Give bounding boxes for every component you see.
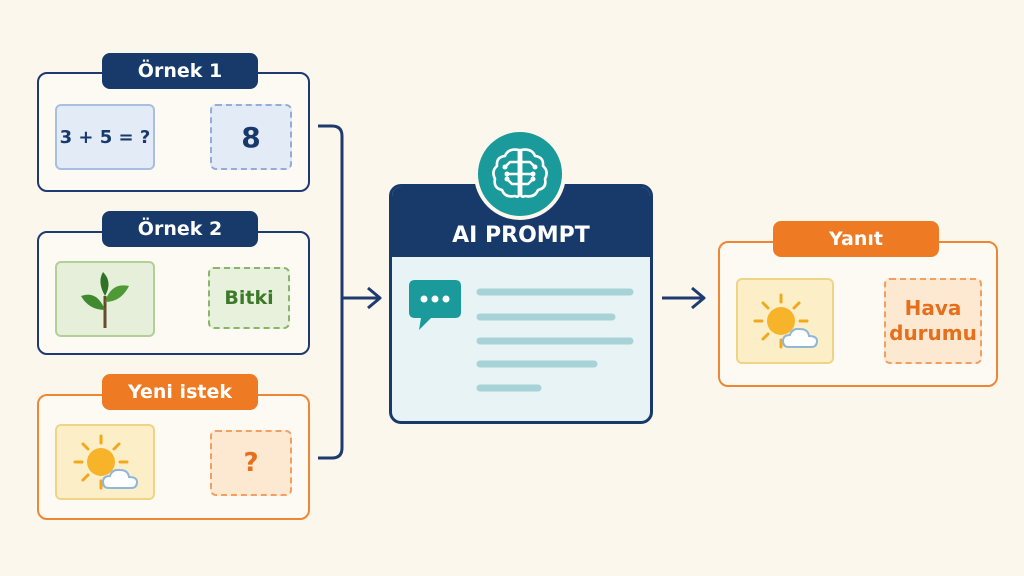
brain-icon-badge [474, 128, 566, 220]
chat-bubble-icon [409, 280, 461, 330]
response-label: Yanıt [773, 221, 939, 257]
new-request-label: Yeni istek [102, 374, 258, 410]
prompt-title: AI PROMPT [452, 222, 590, 248]
response-output-line-1: Hava [904, 296, 962, 320]
example-2-input [55, 261, 155, 337]
prompt-text-lines [476, 288, 634, 392]
brain-icon [492, 148, 548, 198]
response-input [736, 278, 834, 364]
example-1-label: Örnek 1 [102, 53, 258, 89]
example-2-label: Örnek 2 [102, 211, 258, 247]
arrow-right-icon [342, 286, 382, 310]
new-request-input [55, 424, 155, 500]
plant-icon [81, 272, 129, 328]
arrow-right-icon [662, 286, 706, 310]
example-1-output: 8 [210, 104, 292, 170]
response-output: Hava durumu [884, 278, 982, 364]
example-2-output: Bitki [208, 267, 290, 329]
new-request-output: ? [210, 430, 292, 496]
response-output-line-2: durumu [889, 321, 977, 345]
sun-cloud-icon [753, 293, 819, 349]
sun-cloud-icon [73, 434, 139, 490]
example-1-input: 3 + 5 = ? [55, 104, 155, 170]
